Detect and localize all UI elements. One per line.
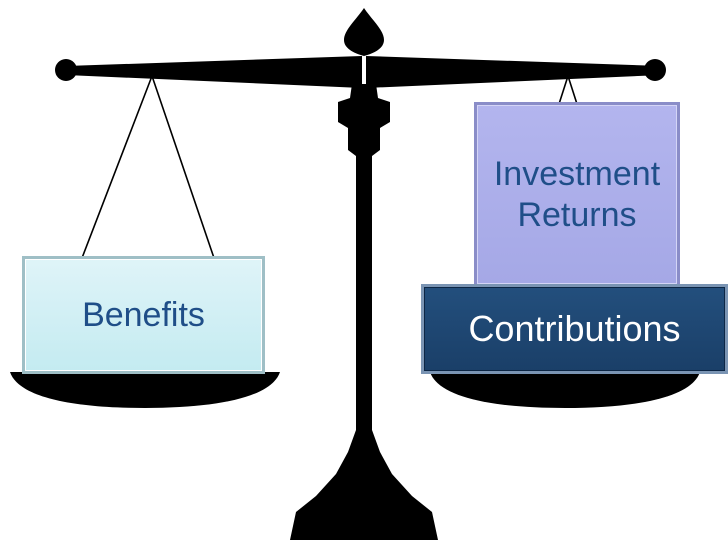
contributions-label: Contributions <box>468 308 681 349</box>
contributions-box: Contributions <box>421 284 728 374</box>
investment-returns-line2: Returns <box>517 195 637 234</box>
investment-returns-line1: Investment <box>493 154 661 193</box>
scale-beam <box>66 56 662 88</box>
left-pan-strings <box>81 75 215 259</box>
beam-left-knob <box>55 59 77 81</box>
scale-pillar <box>290 84 438 540</box>
scale-finial <box>344 8 384 56</box>
benefits-box: Benefits <box>22 256 265 374</box>
left-pan <box>10 372 280 408</box>
balance-scale-graphic <box>10 8 700 540</box>
benefits-label: Benefits <box>82 295 205 334</box>
right-pan <box>430 372 700 408</box>
right-pan-strings <box>558 75 578 105</box>
beam-right-knob <box>644 59 666 81</box>
investment-returns-box: Investment Returns <box>474 102 680 287</box>
